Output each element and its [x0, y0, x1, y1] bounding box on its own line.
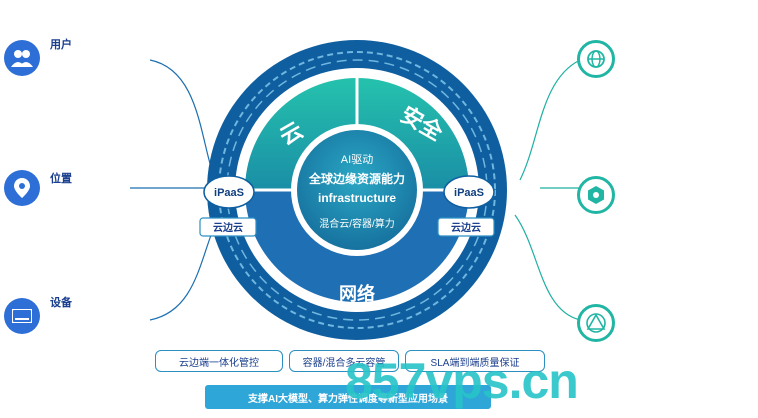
- left-item-3-label: 设备: [50, 297, 72, 309]
- bottom-pill-3: SLA端到端质量保证: [405, 350, 545, 372]
- ring-label-network: 网络: [339, 283, 375, 304]
- ipaas-left-label: iPaaS: [214, 187, 244, 199]
- ring-bottom-blue: [245, 190, 469, 302]
- bottom-banner: 支撑AI大模型、算力弹性调度等新型应用场景: [205, 385, 491, 409]
- connector-right-top: [519, 59, 581, 181]
- bottom-pill-1: 云边端一体化管控: [155, 350, 283, 372]
- connector-right-bottom: [514, 214, 581, 321]
- center-line1: AI驱动: [341, 153, 373, 166]
- server-icon: [4, 298, 40, 334]
- triangle-node-icon: [577, 304, 615, 342]
- center-line2: 全球边缘资源能力: [308, 171, 405, 186]
- ipaas-left-sub: 云边云: [213, 221, 243, 234]
- globe-icon: [577, 40, 615, 78]
- connector-left-top: [149, 59, 216, 181]
- users-icon: [4, 40, 40, 76]
- watermark: 857vps.cn: [345, 353, 579, 409]
- ipaas-right-sub: 云边云: [451, 221, 481, 234]
- left-item-1-label: 用户: [50, 39, 72, 51]
- left-item-2-label: 位置: [50, 173, 72, 185]
- location-pin-icon: [4, 170, 40, 206]
- ipaas-right-label: iPaaS: [454, 187, 484, 199]
- center-line3: infrastructure: [318, 191, 396, 205]
- hexagon-icon: [577, 176, 615, 214]
- center-circle: [297, 130, 417, 250]
- center-line4: 混合云/容器/算力: [319, 217, 395, 230]
- ring-top-teal: [245, 78, 469, 190]
- ipaas-right-bubble: [443, 175, 495, 209]
- bottom-pill-2: 容器/混合多云容管: [289, 350, 399, 372]
- ipaas-left-bubble: [203, 175, 255, 209]
